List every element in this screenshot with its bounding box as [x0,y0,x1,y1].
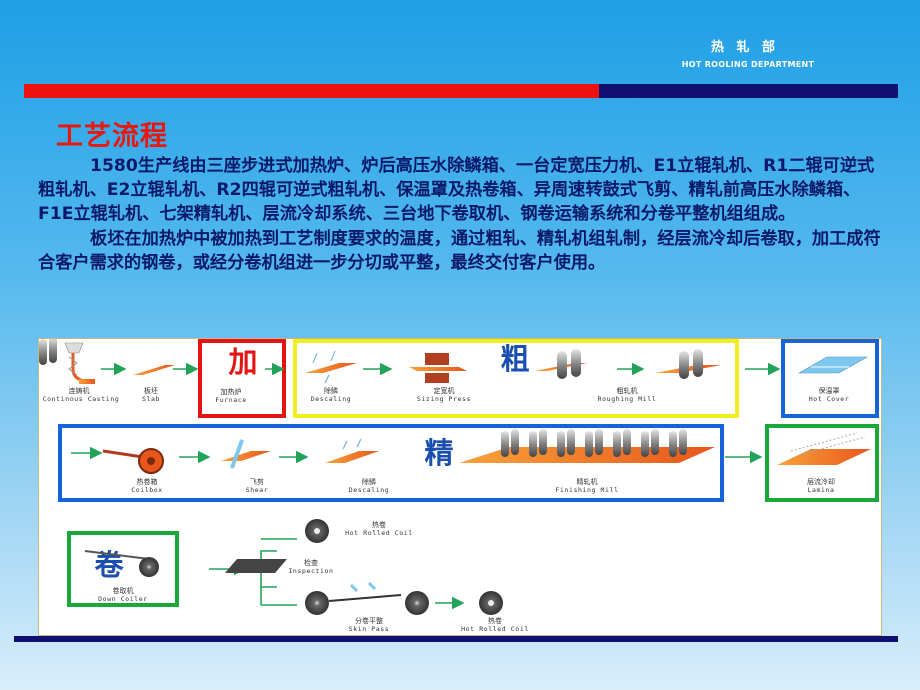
body-text: 1580生产线由三座步进式加热炉、炉后高压水除鳞箱、一台定宽压力机、E1立辊轧机… [38,154,888,275]
department-name-en: HOT ROOLING DEPARTMENT [681,60,815,69]
heating-stage-box [198,339,286,418]
label-en: Down Coiler [98,595,148,603]
row1-labels: 连铸机 Continous Casting 板坯 Slab 加热炉 Furnac… [43,386,850,404]
label-cn: 加热炉 [221,387,242,396]
label-en: Skin Pass [349,625,390,633]
hot-cover-icon [797,356,869,374]
label-en: Slab [142,395,160,403]
coilbox-icon [102,448,164,474]
shear-icon [221,439,271,469]
label-cn: 热卷箱 [137,477,158,486]
label-cn: 卷取机 [113,586,134,595]
process-flow-svg: 加 粗 连铸机 Continous Casting 板坯 Slab 加热炉 Fu… [39,339,879,633]
finishing-stage-box [58,424,724,502]
finishing-stage-char: 精 [424,436,453,470]
footer-bar [14,636,898,642]
header-bar-navy [599,84,898,98]
label-cn: 检查 [304,558,318,567]
label-en: Continous Casting [43,395,120,403]
label-en: Shear [246,486,269,494]
down-coiler-icon [84,550,159,577]
label-cn: 板坯 [144,386,158,395]
label-cn: 热卷 [488,616,502,625]
hot-cover-stage-box [781,339,879,418]
label-cn: 除鳞 [362,477,376,486]
label-cn: 热卷 [372,520,386,529]
label-en: Furnace [215,396,247,404]
row2-labels: 热卷箱 Coilbox 飞剪 Shear 除鳞 Descaling 精轧机 Fi… [131,477,835,494]
label-cn: 精轧机 [577,477,598,486]
hot-coil-icon [479,591,503,615]
hot-coil-icon [305,519,329,543]
label-cn: 粗轧机 [617,386,638,395]
label-en: Descaling [349,486,390,494]
label-en: Coilbox [131,486,163,494]
label-en: Roughing Mill [598,395,657,403]
descaling-icon [325,438,379,463]
paragraph-2: 板坯在加热炉中被加热到工艺制度要求的温度，通过粗轧、精轧机组轧制，经层流冷却后卷… [38,228,881,273]
label-en: Hot Rolled Coil [461,625,529,633]
inspection-plate-icon [225,559,287,573]
finishing-mill-icon [39,339,715,463]
label-en: Hot Rolled Coil [345,529,413,537]
department-name-cn: 热 轧 部 [710,40,780,55]
slide-title: 工艺流程 [56,121,168,152]
roughing-stage-char: 粗 [500,342,529,376]
label-cn: 分卷平整 [355,616,383,625]
label-cn: 层流冷却 [807,477,835,486]
descaling-icon [305,350,357,384]
label-en: Inspection [288,567,333,575]
process-flow-diagram: 加 粗 连铸机 Continous Casting 板坯 Slab 加热炉 Fu… [38,338,882,636]
heating-stage-char: 加 [228,345,257,379]
roughing-mill-icon-1 [535,349,587,379]
roughing-stage-box [293,339,739,418]
sizing-press-icon [409,353,467,383]
label-cn: 保温罩 [819,386,840,395]
caster-icon [64,342,95,384]
label-en: Descaling [311,395,352,403]
label-en: Sizing Press [417,395,471,403]
label-en: Hot Cover [809,395,850,403]
skin-pass-icon [305,581,429,615]
coiling-stage-box [67,531,179,607]
slab-icon [133,365,175,375]
label-cn: 定宽机 [434,386,455,395]
header-bar-red [24,84,599,98]
label-cn: 除鳞 [324,386,338,395]
paragraph-1: 1580生产线由三座步进式加热炉、炉后高压水除鳞箱、一台定宽压力机、E1立辊轧机… [38,156,875,225]
laminar-cooling-icon [777,432,871,465]
row3-labels: 卷取机 Down Coiler 热卷 Hot Rolled Coil 检查 In… [98,520,529,633]
label-cn: 连铸机 [69,386,90,395]
lamina-stage-box [765,424,879,502]
label-en: Finishing Mill [555,486,618,494]
label-cn: 飞剪 [250,477,264,486]
roughing-mill-icon-2 [655,349,721,379]
label-en: Lamina [807,486,834,494]
